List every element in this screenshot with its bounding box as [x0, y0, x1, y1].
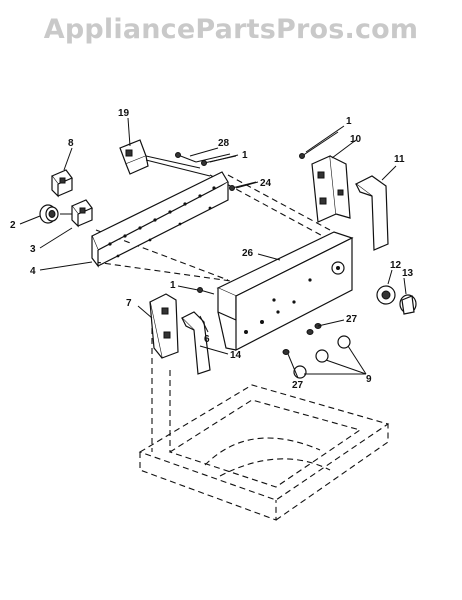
timer-bracket [119, 139, 211, 177]
callout-labels: 19 8 28 1 1 10 11 24 2 3 4 26 12 13 1 7 … [10, 108, 414, 391]
callout-14: 14 [230, 350, 242, 361]
switch-part-8 [51, 169, 73, 198]
callout-8: 8 [68, 138, 74, 149]
end-cap-part-11 [354, 175, 389, 251]
callout-11: 11 [394, 154, 405, 165]
callout-19: 19 [118, 108, 130, 119]
callout-26: 26 [242, 248, 254, 259]
end-bracket-part-10 [311, 155, 351, 223]
watermark-text: AppliancePartsPros.com [43, 14, 419, 45]
callout-1-right: 1 [346, 116, 352, 127]
callout-12: 12 [390, 260, 402, 271]
switch-part-3 [71, 199, 93, 228]
cabinet-top-outline [138, 318, 390, 521]
callout-28: 28 [218, 138, 230, 149]
callout-27-top: 27 [346, 314, 358, 325]
control-panel-strip [91, 171, 229, 268]
rotary-knob-part-2 [39, 204, 72, 224]
callout-27-bottom: 27 [292, 380, 304, 391]
callout-1-top: 1 [242, 150, 248, 161]
callout-24: 24 [260, 178, 272, 189]
callout-7: 7 [126, 298, 132, 309]
callout-1-left: 1 [170, 280, 176, 291]
cap-parts-27 [282, 323, 322, 355]
knob-part-13 [399, 294, 417, 315]
callout-2: 2 [10, 220, 16, 231]
callout-9: 9 [366, 374, 372, 385]
screw-parts [175, 131, 339, 295]
callout-leaders [19, 117, 407, 379]
callout-10: 10 [350, 134, 362, 145]
callout-13: 13 [402, 268, 414, 279]
end-cap-part-14 [180, 311, 211, 375]
button-parts-9 [293, 335, 351, 379]
callout-3: 3 [30, 244, 36, 255]
knob-part-12 [376, 285, 396, 305]
end-bracket-part-7 [149, 293, 179, 359]
callout-4: 4 [30, 266, 36, 277]
callout-6: 6 [204, 334, 210, 345]
console-panel [216, 231, 354, 351]
